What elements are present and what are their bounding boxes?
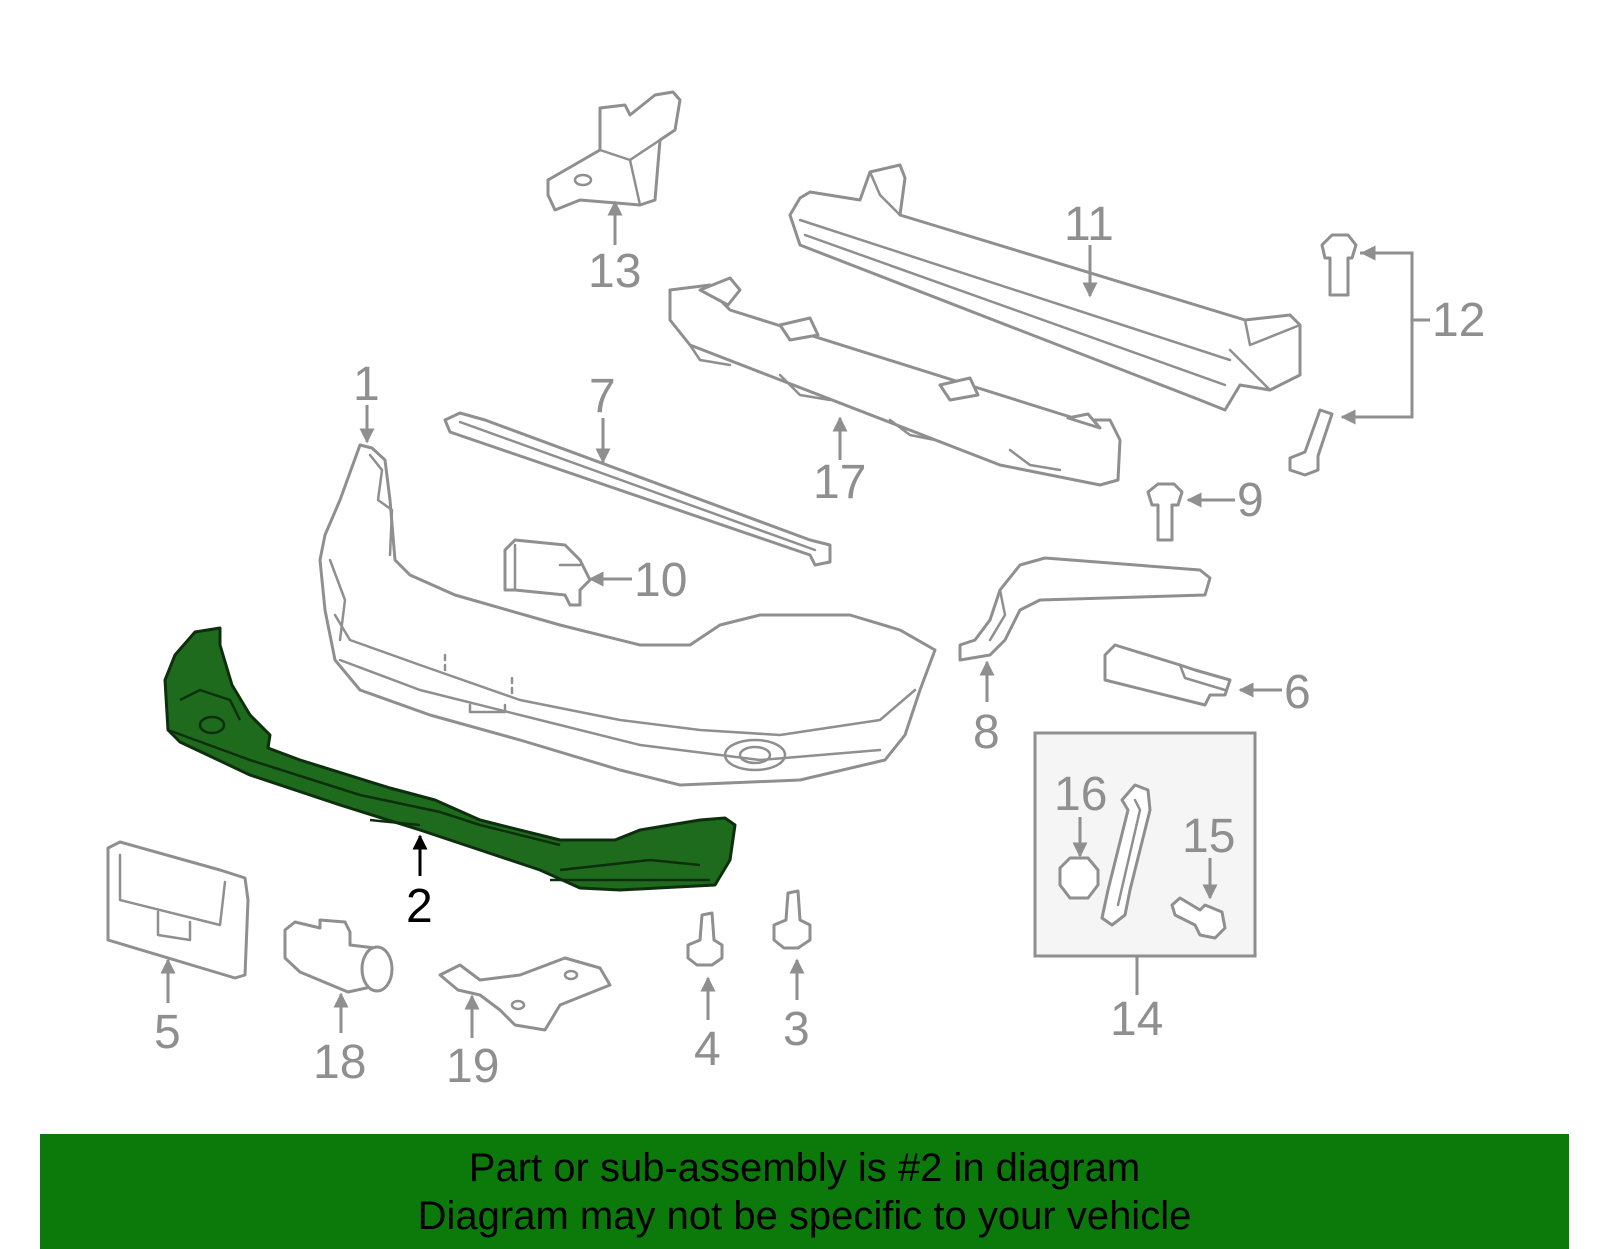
parts-diagram: 13 11 12 17 9	[106, 90, 1485, 1093]
part-11-reinforcement[interactable]	[788, 163, 1302, 412]
part-15-bolt[interactable]	[1170, 896, 1227, 940]
callout-6: 6	[1238, 666, 1311, 719]
part-2-lower-spoiler[interactable]	[163, 626, 737, 892]
part-13-bracket[interactable]	[546, 90, 682, 212]
callout-11: 11	[1064, 198, 1114, 298]
part-6-guide[interactable]	[1103, 643, 1232, 707]
part-7-retainer[interactable]	[443, 411, 832, 567]
callout-12: 12	[1340, 245, 1485, 425]
part-5-plate[interactable]	[106, 840, 250, 980]
callout-label-4: 4	[694, 1023, 721, 1076]
callout-label-18: 18	[313, 1036, 366, 1089]
callout-9: 9	[1186, 474, 1264, 527]
callout-18: 18	[313, 992, 366, 1089]
part-10-guide[interactable]	[503, 538, 592, 607]
footer-line-2: Diagram may not be specific to your vehi…	[417, 1194, 1192, 1238]
callout-label-2: 2	[406, 880, 433, 933]
callout-3: 3	[783, 958, 810, 1056]
callout-label-5: 5	[154, 1006, 181, 1059]
part-8-bracket[interactable]	[958, 556, 1212, 662]
callout-label-14: 14	[1110, 993, 1163, 1046]
callout-label-10: 10	[634, 554, 687, 607]
part-4-clip[interactable]	[686, 911, 724, 967]
callout-17: 17	[813, 416, 866, 509]
callout-label-11: 11	[1064, 198, 1114, 251]
part-9-bolt[interactable]	[1146, 482, 1184, 542]
callout-7: 7	[589, 370, 616, 464]
callout-15: 15	[1182, 810, 1235, 900]
callout-label-3: 3	[783, 1003, 810, 1056]
footer-line-1: Part or sub-assembly is #2 in diagram	[468, 1146, 1141, 1190]
callout-8: 8	[973, 660, 1000, 759]
callout-10: 10	[588, 554, 687, 607]
part-16-nut[interactable]	[1058, 856, 1100, 900]
callout-label-16: 16	[1054, 768, 1107, 821]
callout-label-13: 13	[588, 245, 641, 298]
part-17-absorber[interactable]	[668, 276, 1122, 487]
part-1-bumper-cover[interactable]	[318, 443, 937, 787]
callout-label-6: 6	[1284, 666, 1311, 719]
callout-label-7: 7	[589, 370, 616, 423]
callout-label-17: 17	[813, 456, 866, 509]
part-3-clip[interactable]	[772, 889, 812, 950]
callout-5: 5	[154, 958, 181, 1059]
part-14-kit[interactable]	[1033, 731, 1257, 958]
callout-2: 2	[406, 834, 433, 933]
part-12-bolts[interactable]	[1288, 233, 1358, 477]
part-18-sensor[interactable]	[283, 918, 394, 994]
callout-1: 1	[353, 358, 380, 444]
callout-14: 14	[1110, 956, 1163, 1046]
callout-4: 4	[694, 976, 721, 1076]
part-19-bracket[interactable]	[438, 956, 612, 1032]
callout-label-9: 9	[1237, 474, 1264, 527]
callout-13: 13	[588, 200, 641, 298]
callout-label-12: 12	[1432, 294, 1485, 347]
footer-banner: Part or sub-assembly is #2 in diagram Di…	[40, 1134, 1569, 1249]
callout-label-8: 8	[973, 706, 1000, 759]
callout-16: 16	[1054, 768, 1107, 858]
callout-label-19: 19	[446, 1040, 499, 1093]
callout-19: 19	[446, 994, 499, 1093]
callout-label-15: 15	[1182, 810, 1235, 863]
callout-label-1: 1	[353, 358, 380, 411]
